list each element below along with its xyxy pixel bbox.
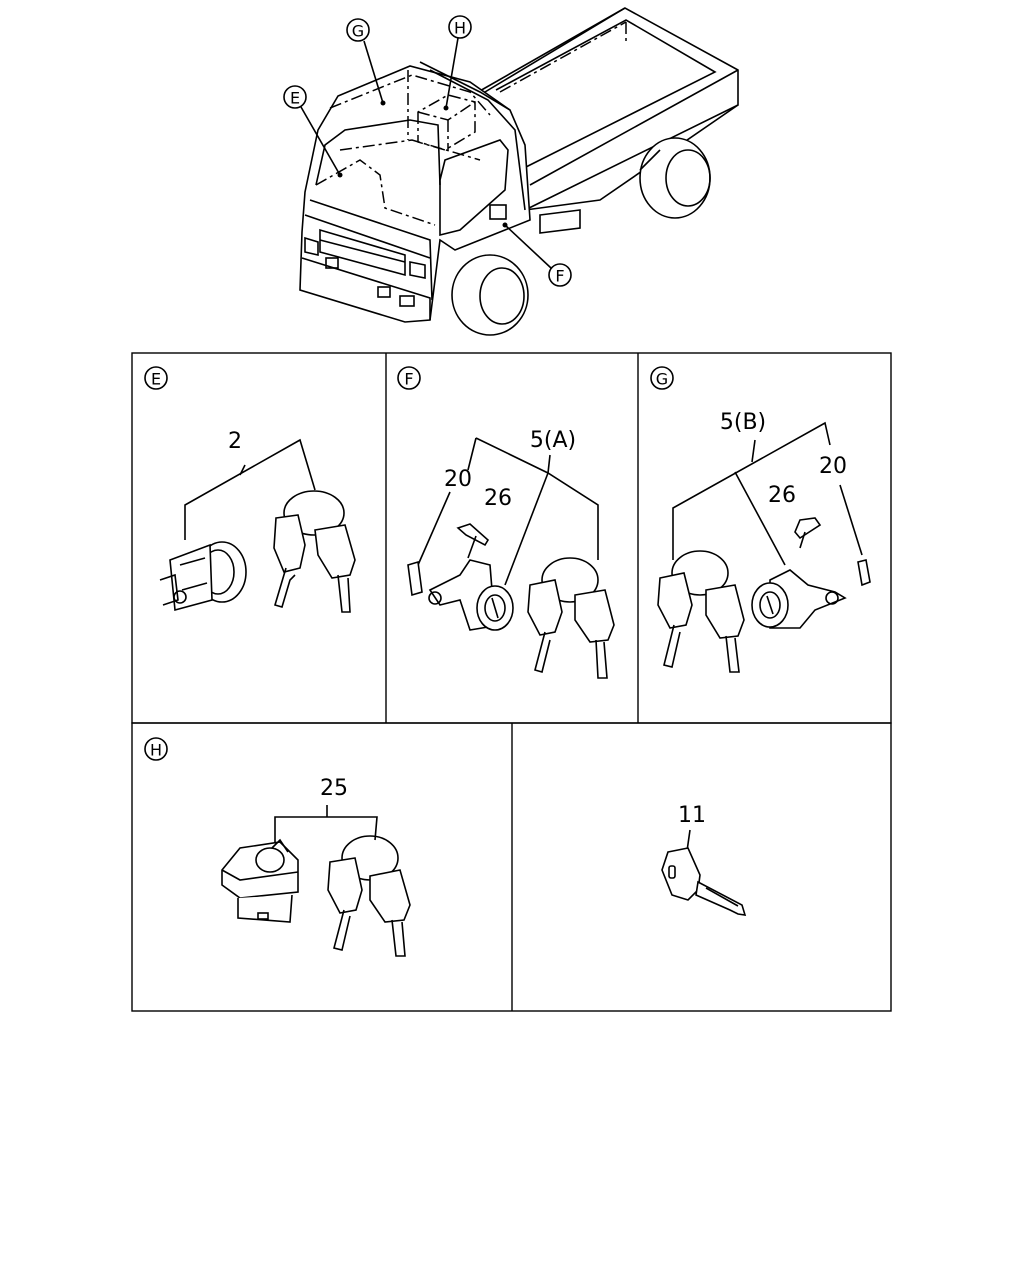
part-label-2: 2	[228, 429, 242, 454]
panel-f: F 5(A) 20 26	[397, 366, 615, 679]
door-lock-cylinder-a	[428, 559, 514, 631]
fuel-cap-lock	[221, 838, 299, 923]
svg-text:F: F	[555, 267, 564, 286]
svg-text:E: E	[290, 89, 300, 108]
key-pair-h	[327, 835, 411, 957]
door-lock-cylinder-b	[751, 569, 847, 629]
svg-text:G: G	[656, 370, 668, 389]
part-label-5b: 5(B)	[720, 410, 766, 435]
part-label-20-g: 20	[819, 454, 847, 479]
key-pair-g	[657, 550, 745, 673]
svg-text:G: G	[352, 22, 364, 41]
ignition-cylinder	[159, 541, 247, 612]
svg-text:E: E	[151, 370, 161, 389]
panel-h: H 25	[144, 737, 411, 957]
single-key	[661, 847, 747, 916]
part-label-11: 11	[678, 803, 706, 828]
callout-h: H	[443, 15, 472, 111]
panel-g: G 5(B) 26 20	[650, 366, 871, 673]
key-pair-f	[527, 557, 615, 679]
part-label-25: 25	[320, 776, 348, 801]
callout-e: E	[283, 85, 343, 178]
part-label-26-f: 26	[484, 486, 512, 511]
panel-e: E 2	[144, 366, 356, 613]
callout-g: G	[346, 18, 386, 106]
svg-text:H: H	[454, 19, 466, 38]
callout-f: F	[502, 222, 572, 287]
truck-illustration	[299, 7, 739, 336]
part-label-5a: 5(A)	[530, 428, 576, 453]
key-pair-e	[273, 490, 356, 613]
svg-text:H: H	[150, 741, 162, 760]
panel-key: 11	[661, 803, 747, 916]
part-label-26-g: 26	[768, 483, 796, 508]
svg-text:F: F	[404, 370, 413, 389]
part-label-20-f: 20	[444, 467, 472, 492]
panel-frame-top	[131, 352, 892, 724]
